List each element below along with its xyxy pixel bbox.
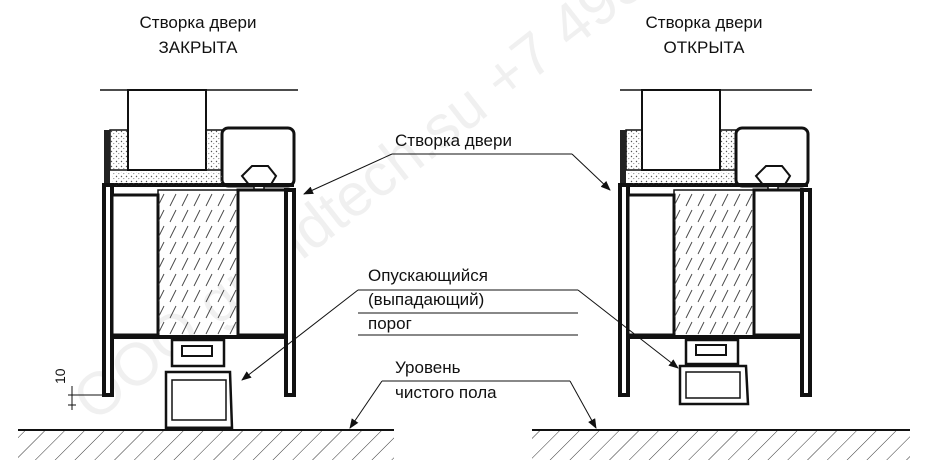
leaf-inner-right	[236, 188, 290, 337]
leader-threshold	[241, 289, 679, 381]
callout-leaf: Створка двери	[395, 131, 512, 150]
left-caption-line2: ЗАКРЫТА	[158, 38, 238, 57]
floor-right	[532, 429, 910, 460]
leaf-wall-right	[284, 188, 296, 397]
callout-floor-1: Уровень	[395, 358, 461, 377]
left-caption-line1: Створка двери	[139, 13, 257, 32]
dimension-10	[68, 386, 104, 410]
callout-threshold-3: порог	[368, 314, 412, 333]
left-assembly	[100, 89, 298, 430]
floor-left	[18, 429, 394, 460]
leader-leaf	[303, 153, 611, 195]
right-assembly	[618, 89, 812, 406]
callout-floor-2: чистого пола	[395, 383, 497, 402]
callout-threshold-2: (выпадающий)	[368, 290, 485, 309]
glass-core	[157, 189, 239, 339]
foam-strip	[112, 172, 222, 186]
leader-floor	[349, 380, 597, 429]
seal-left	[109, 129, 129, 171]
top-profile	[127, 89, 207, 171]
right-caption-line1: Створка двери	[645, 13, 763, 32]
seal-right	[205, 129, 223, 171]
callout-threshold-1: Опускающийся	[368, 266, 488, 285]
right-caption-line2: ОТКРЫТА	[663, 38, 745, 57]
leaf-inner-left	[110, 193, 160, 337]
dimension-label: 10	[52, 368, 68, 384]
